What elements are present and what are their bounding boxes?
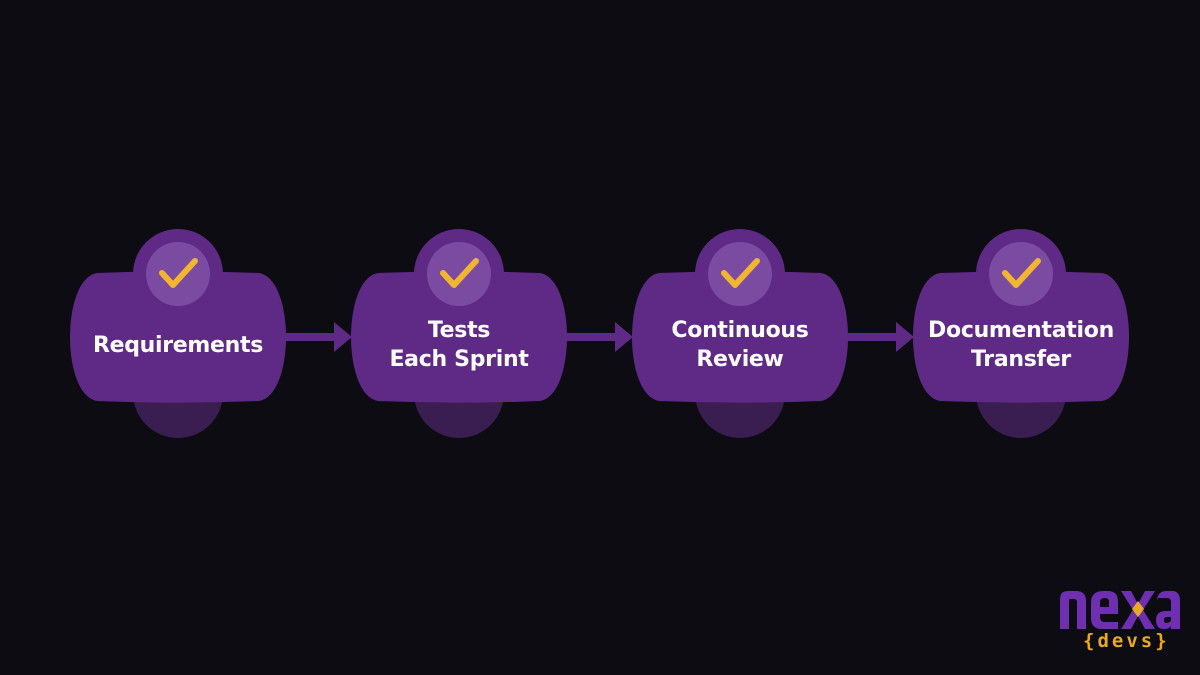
step-label-1: Requirements bbox=[68, 331, 288, 360]
process-step-4 bbox=[913, 229, 1129, 438]
step-node bbox=[70, 271, 286, 403]
arrow-shaft bbox=[566, 333, 619, 341]
process-step-3 bbox=[632, 229, 848, 438]
arrow-shaft bbox=[847, 333, 900, 341]
step-check-badge bbox=[427, 242, 491, 306]
step-label-line: Continuous bbox=[671, 318, 809, 343]
check-icon bbox=[440, 258, 479, 288]
process-step-2 bbox=[351, 229, 567, 438]
step-label-line: Review bbox=[696, 347, 784, 372]
logo-wordmark bbox=[1060, 591, 1180, 629]
check-icon bbox=[721, 258, 760, 288]
nexa-devs-logo: {devs} bbox=[1056, 585, 1186, 661]
check-icon bbox=[1002, 258, 1041, 288]
right-arrow-icon bbox=[566, 322, 633, 352]
step-check-badge bbox=[989, 242, 1053, 306]
right-arrow-icon bbox=[847, 322, 914, 352]
step-label-line: Tests bbox=[427, 318, 491, 343]
step-label-line: Requirements bbox=[92, 332, 264, 358]
step-node bbox=[913, 271, 1129, 403]
arrow-head bbox=[334, 322, 352, 352]
step-check-badge bbox=[708, 242, 772, 306]
step-node bbox=[632, 271, 848, 403]
process-step-1 bbox=[70, 229, 286, 438]
arrow-shaft bbox=[285, 333, 338, 341]
step-label-line: Documentation bbox=[928, 318, 1114, 343]
right-arrow-icon bbox=[285, 322, 352, 352]
arrow-head bbox=[896, 322, 914, 352]
logo-subtext: {devs} bbox=[1083, 630, 1170, 652]
arrow-head bbox=[615, 322, 633, 352]
check-icon bbox=[159, 258, 198, 288]
step-node bbox=[351, 271, 567, 403]
step-check-badge bbox=[146, 242, 210, 306]
step-label-line: Each Sprint bbox=[389, 347, 529, 372]
step-label-line: Transfer bbox=[971, 347, 1071, 372]
